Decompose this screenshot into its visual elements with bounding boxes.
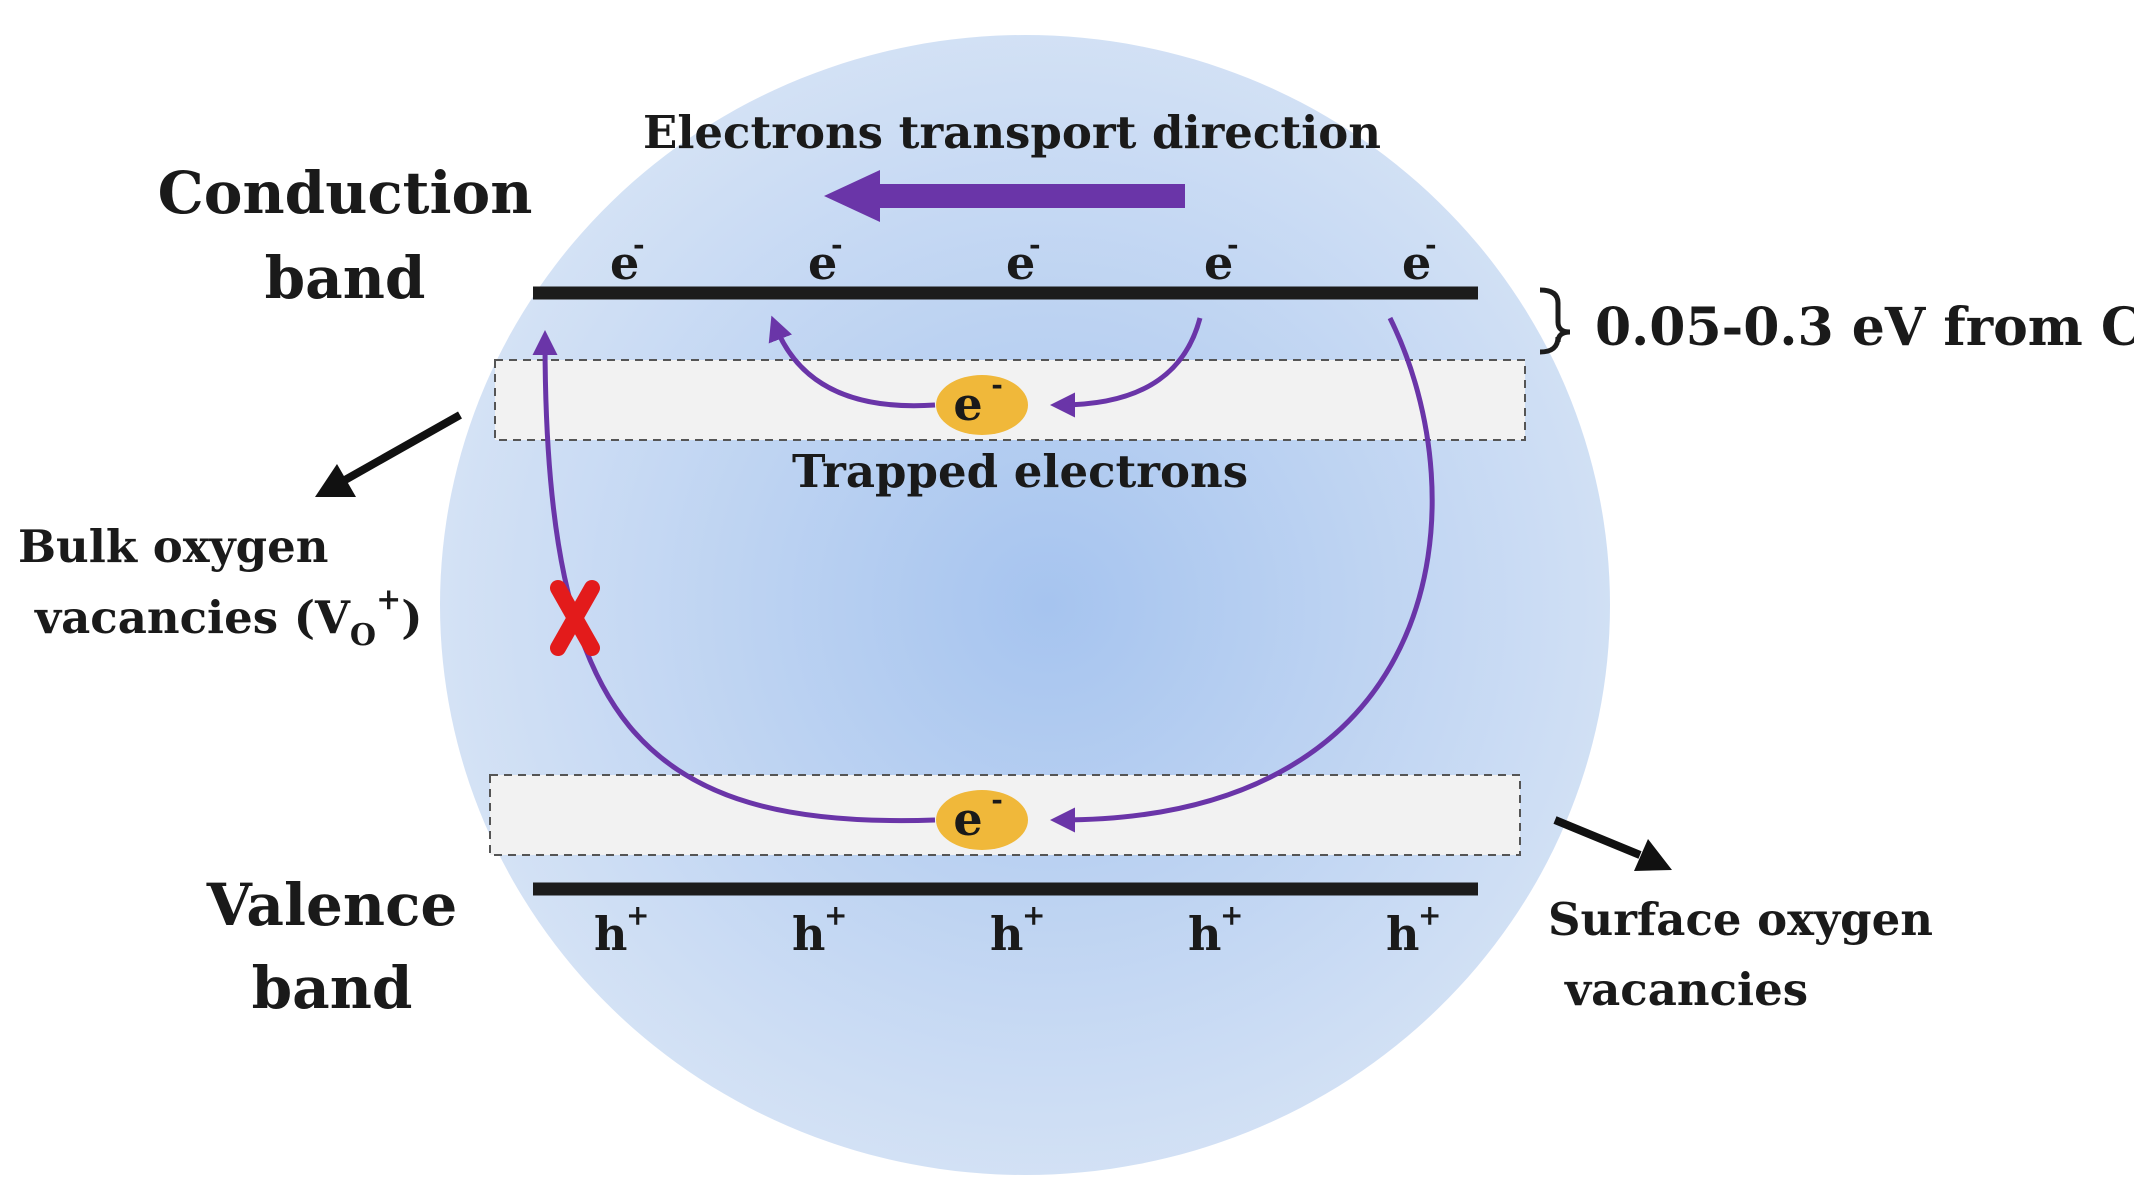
transport-direction-arrowhead xyxy=(824,170,880,222)
trapped-electrons-label: Trapped electrons xyxy=(792,445,1248,498)
valence-band-label-line2: band xyxy=(252,954,413,1022)
trapped-electron-bulk: e - xyxy=(936,368,1028,435)
svg-text:h: h xyxy=(990,907,1023,961)
svg-text:+: + xyxy=(1022,899,1045,932)
svg-text:e: e xyxy=(1006,236,1035,290)
detrap-arrow-to-cb xyxy=(768,315,936,409)
svg-text:+: + xyxy=(626,899,649,932)
surface-vacancies-label-line2: vacancies xyxy=(1564,963,1808,1016)
curly-brace-icon xyxy=(1539,287,1571,355)
conduction-electron: e- xyxy=(610,228,645,290)
trapped-electron-symbol: e xyxy=(953,792,982,846)
svg-text:e: e xyxy=(1204,236,1233,290)
svg-text:e: e xyxy=(610,236,639,290)
cb-to-surface-trap-arrow xyxy=(1050,316,1435,833)
svg-text:e: e xyxy=(953,377,982,431)
conduction-electron: e- xyxy=(1006,228,1041,290)
conduction-electron: e- xyxy=(1204,228,1239,290)
bulk-vacancy-pointer-head xyxy=(315,464,356,497)
trapped-electron-charge: - xyxy=(991,368,1003,401)
svg-text:e: e xyxy=(1402,236,1431,290)
trapped-electron-symbol: e xyxy=(953,377,982,431)
energy-gap-label: 0.05-0.3 eV from CB xyxy=(1595,297,2134,358)
blocked-arrow-to-cb xyxy=(532,330,936,824)
conduction-carriers: e- e- e- e- e- xyxy=(610,228,1437,290)
valence-hole: h+ xyxy=(792,899,847,961)
svg-text:e: e xyxy=(808,236,837,290)
valence-band-label-line1: Valence xyxy=(206,871,458,939)
svg-text:+: + xyxy=(824,899,847,932)
svg-text:+: + xyxy=(1220,899,1243,932)
trapped-electron-charge: - xyxy=(991,783,1003,816)
svg-text:-: - xyxy=(633,228,645,261)
valence-hole: h+ xyxy=(1188,899,1243,961)
surface-vacancies-label-line1: Surface oxygen xyxy=(1548,893,1933,946)
conduction-electron: e- xyxy=(1402,228,1437,290)
valence-hole: h+ xyxy=(1386,899,1441,961)
svg-text:h: h xyxy=(792,907,825,961)
svg-text:e: e xyxy=(953,792,982,846)
conduction-band-label-line2: band xyxy=(265,244,426,312)
bulk-vacancy-subscript: O xyxy=(350,618,376,653)
svg-text:h: h xyxy=(1386,907,1419,961)
surface-vacancy-pointer-head xyxy=(1634,839,1672,871)
trapped-electron-surface: e - xyxy=(936,783,1028,850)
valence-hole: h+ xyxy=(594,899,649,961)
surface-vacancy-pointer xyxy=(1553,816,1642,859)
bulk-vacancies-label-line1: Bulk oxygen xyxy=(18,520,329,573)
svg-text:-: - xyxy=(1425,228,1437,261)
trap-arrow-from-cb xyxy=(1050,317,1203,418)
valence-carriers: h+ h+ h+ h+ h+ xyxy=(594,899,1441,961)
svg-text:-: - xyxy=(1029,228,1041,261)
bulk-vacancy-pointer xyxy=(343,411,462,484)
svg-text:-: - xyxy=(831,228,843,261)
red-x-icon xyxy=(550,580,600,656)
svg-text:h: h xyxy=(1188,907,1221,961)
svg-text:+: + xyxy=(1418,899,1441,932)
conduction-band-label-line1: Conduction xyxy=(158,159,533,227)
svg-text:-: - xyxy=(1227,228,1239,261)
transport-direction-label: Electrons transport direction xyxy=(643,106,1381,159)
bulk-vacancies-label-line2: vacancies (VO+) xyxy=(34,582,423,653)
svg-text:h: h xyxy=(594,907,627,961)
bulk-vacancy-superscript: + xyxy=(376,582,401,617)
valence-hole: h+ xyxy=(990,899,1045,961)
conduction-electron: e- xyxy=(808,228,843,290)
